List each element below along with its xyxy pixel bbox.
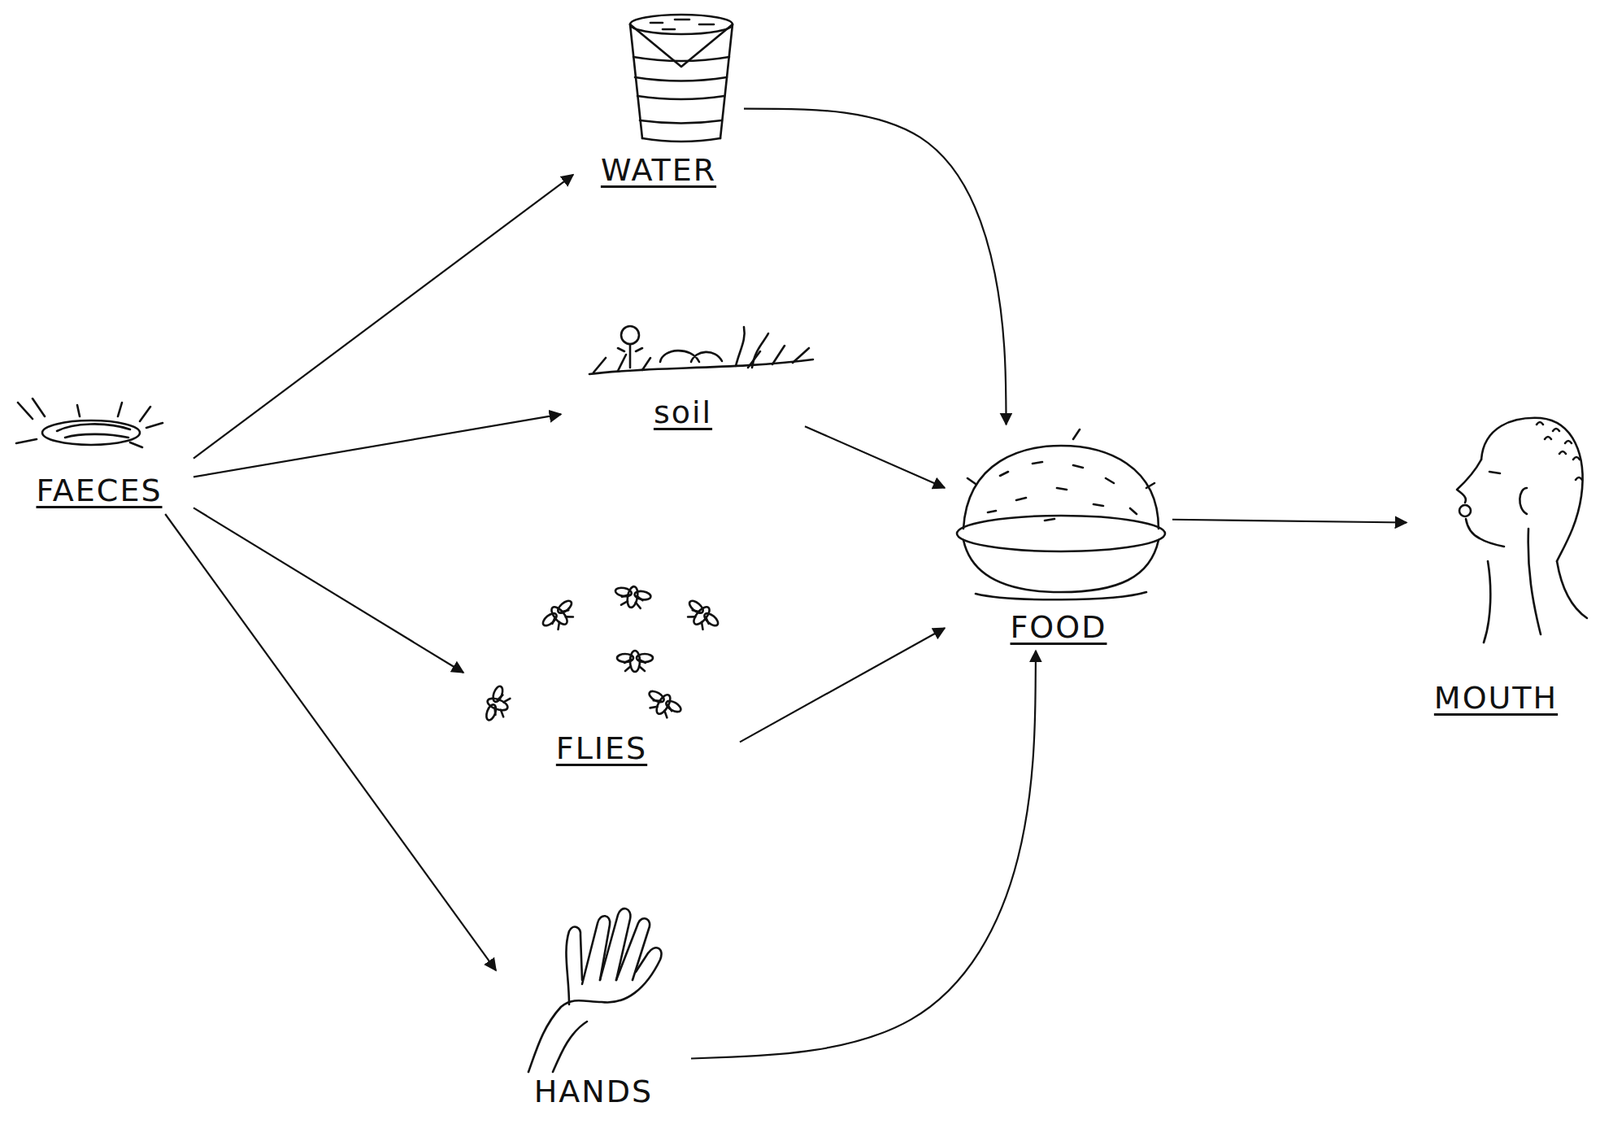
- head-drawing: [1456, 417, 1587, 643]
- soil-drawing-stroke: [735, 326, 769, 368]
- flies-drawing-stroke-stroke: [540, 610, 559, 628]
- arrow-connector: [193, 413, 561, 477]
- soil-node: soil: [560, 315, 805, 436]
- head-drawing-stroke: [1465, 518, 1505, 547]
- hand-drawing-stroke: [565, 926, 583, 1005]
- food-bowl-drawing-stroke: [956, 515, 1166, 552]
- flies-drawing: [481, 582, 722, 725]
- food-bowl-drawing-stroke: [975, 591, 1147, 600]
- node-label: FAECES: [35, 471, 162, 509]
- flies-drawing-stroke-stroke: [686, 607, 711, 630]
- food-bowl-drawing-stroke: [967, 429, 1155, 488]
- flies-node: FLIES: [463, 573, 740, 772]
- soil-drawing-stroke: [593, 345, 809, 373]
- arrow-connector: [691, 650, 1036, 1059]
- bucket-drawing-stroke: [650, 19, 714, 30]
- node-label: FLIES: [556, 729, 648, 767]
- soil-drawing: [589, 326, 814, 374]
- bucket-drawing-stroke: [630, 24, 733, 139]
- flies-drawing-stroke: [617, 650, 653, 672]
- flies-drawing-stroke: [642, 686, 684, 723]
- flies-drawing-stroke-stroke: [617, 653, 634, 662]
- mouth-node: MOUTH: [1406, 410, 1586, 722]
- flies-drawing-stroke-stroke: [702, 610, 721, 628]
- hand-drawing-stroke: [528, 947, 662, 1072]
- head-drawing-stroke: [1556, 560, 1587, 618]
- food-bowl-drawing-stroke: [963, 539, 1159, 592]
- flies-drawing-stroke: [481, 683, 514, 725]
- flies-drawing-stroke-stroke: [550, 607, 574, 630]
- food-bowl-drawing: [956, 429, 1166, 600]
- node-label: MOUTH: [1434, 678, 1558, 717]
- arrow-connector: [193, 507, 464, 673]
- hands-node: HANDS: [495, 888, 692, 1115]
- faeces-drawing: [16, 398, 163, 448]
- flies-drawing-stroke-stroke: [664, 698, 683, 714]
- food-node: FOOD: [944, 424, 1173, 651]
- faeces-drawing-stroke: [42, 420, 140, 445]
- water-node: WATER: [573, 4, 744, 194]
- node-label: HANDS: [534, 1072, 653, 1110]
- flies-drawing-stroke: [681, 595, 722, 635]
- arrow-connector: [743, 108, 1007, 425]
- soil-drawing-stroke: [660, 350, 722, 362]
- flies-drawing-stroke-stroke: [636, 653, 653, 662]
- bucket-drawing-stroke: [642, 138, 721, 142]
- node-label: soil: [653, 393, 713, 431]
- food-bowl-drawing-stroke: [987, 461, 1137, 521]
- flies-drawing-stroke-stroke: [492, 693, 511, 718]
- head-drawing-stroke: [1481, 417, 1583, 561]
- flies-drawing-stroke-stroke: [687, 598, 706, 616]
- head-drawing-stroke: [1483, 560, 1491, 643]
- head-drawing-stroke: [1528, 528, 1541, 635]
- flies-drawing-stroke-stroke: [620, 593, 644, 609]
- flies-drawing-stroke-stroke: [649, 697, 674, 718]
- arrow-connector: [739, 627, 945, 742]
- head-drawing-stroke: [1489, 471, 1500, 474]
- faeces-drawing-stroke: [65, 434, 129, 438]
- flies-drawing-stroke-stroke: [647, 688, 666, 705]
- arrow-connector: [804, 426, 945, 488]
- node-label: WATER: [600, 151, 717, 189]
- faeces-drawing-stroke: [16, 398, 163, 448]
- flies-drawing-stroke-stroke: [556, 598, 574, 616]
- flies-drawing-stroke: [613, 582, 653, 610]
- node-label: FOOD: [1010, 608, 1108, 646]
- arrow-connector: [165, 513, 496, 970]
- hand-drawing-stroke: [582, 915, 610, 984]
- flies-drawing-stroke-stroke: [624, 659, 646, 671]
- arrow-connector: [193, 174, 574, 459]
- hand-drawing-stroke: [552, 1021, 587, 1072]
- soil-drawing-stroke: [621, 326, 640, 344]
- hand-drawing: [528, 908, 662, 1072]
- faeces-node: FAECES: [4, 390, 194, 514]
- head-drawing-stroke: [1459, 504, 1471, 517]
- head-drawing-stroke: [1536, 421, 1583, 480]
- head-drawing-stroke: [1519, 487, 1527, 514]
- faeces-drawing-stroke: [56, 423, 131, 431]
- arrow-connector: [1172, 519, 1407, 523]
- hand-drawing-stroke: [600, 908, 631, 980]
- hand-drawing-stroke: [616, 917, 650, 980]
- bucket-drawing-stroke: [630, 24, 733, 67]
- soil-drawing-stroke: [617, 343, 643, 368]
- bucket-drawing-stroke: [630, 14, 733, 35]
- bucket-drawing: [630, 14, 733, 142]
- head-drawing-stroke: [1456, 459, 1482, 503]
- flies-drawing-stroke: [539, 595, 580, 635]
